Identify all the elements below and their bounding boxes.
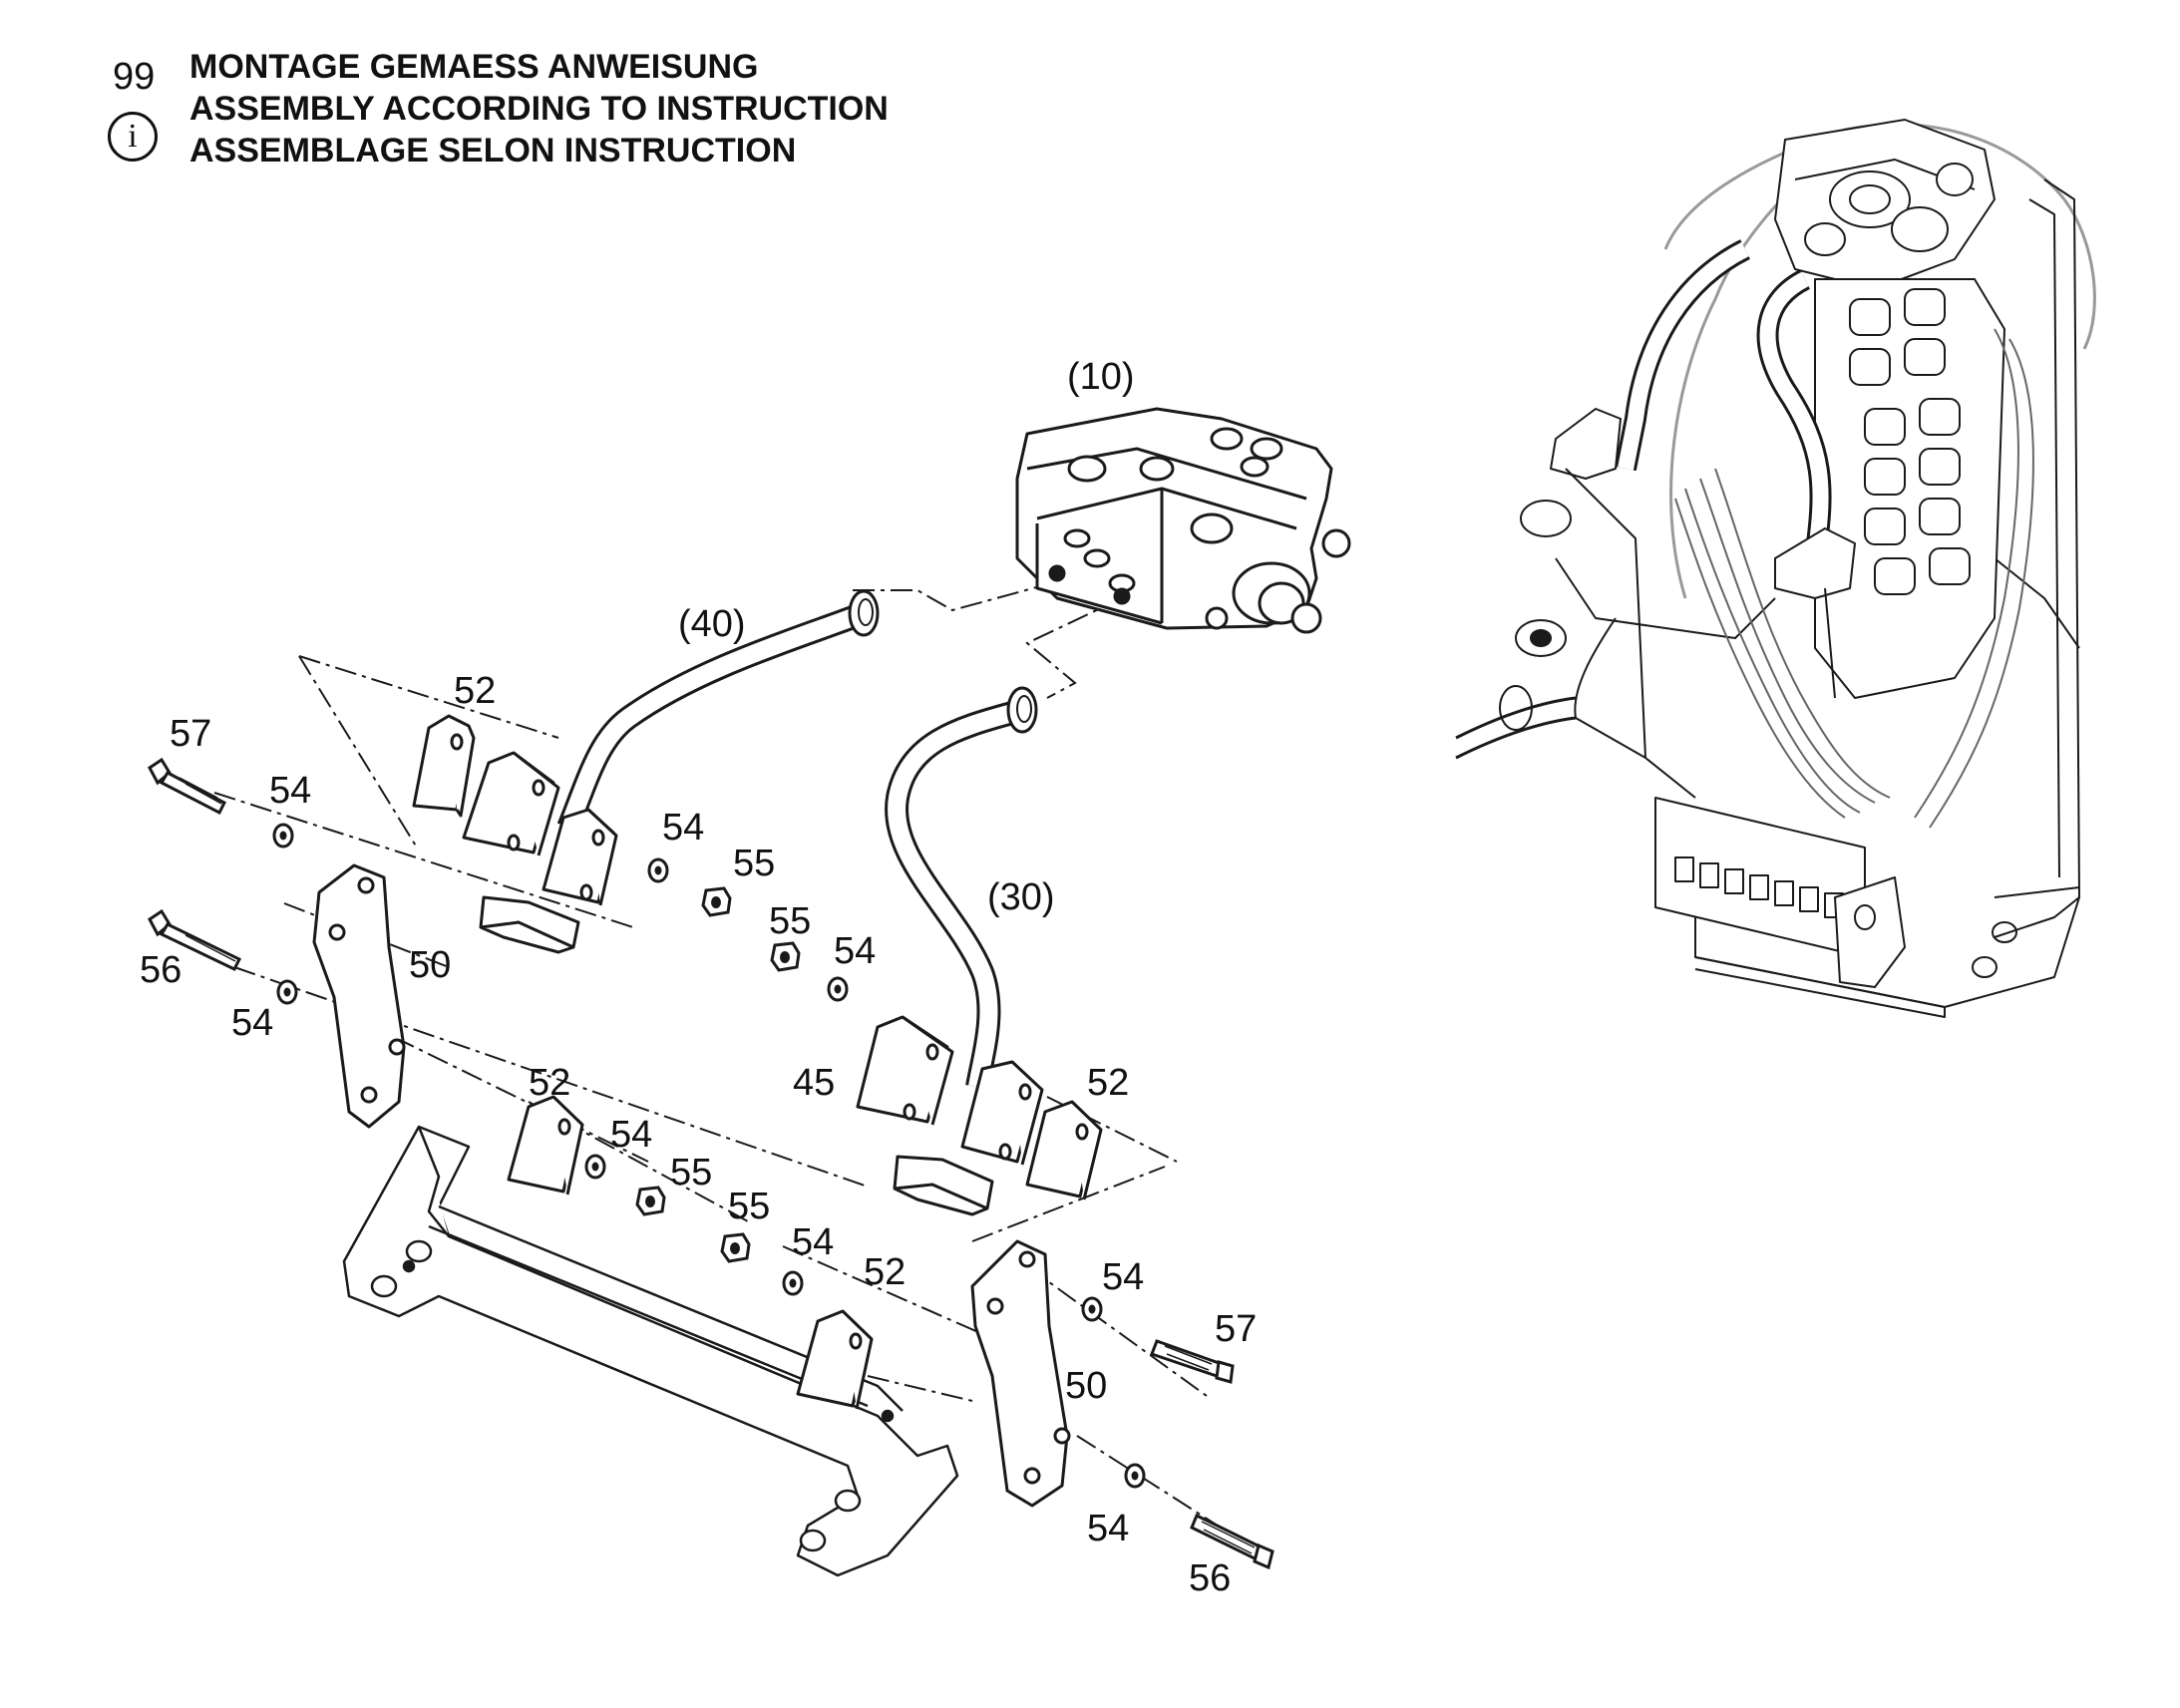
clamp-block-lower-middle [960, 1060, 1044, 1166]
pipe-saddle-upper [479, 895, 580, 954]
callout-50-a: 50 [409, 944, 451, 986]
clamp-block-45-lower [856, 1015, 954, 1126]
callout-45: 45 [793, 1062, 835, 1104]
instruction-line-french: ASSEMBLAGE SELON INSTRUCTION [189, 132, 797, 170]
item-number-99: 99 [113, 56, 156, 98]
callout-50-b: 50 [1065, 1365, 1107, 1407]
callout-54-a: 54 [269, 770, 311, 812]
callout-10: (10) [1067, 356, 1135, 398]
bracket-50-left [312, 863, 406, 1129]
bolt-56-right [1190, 1513, 1274, 1570]
callout-54-h: 54 [1087, 1508, 1129, 1549]
callout-57-b: 57 [1215, 1308, 1257, 1350]
clamp-block-52-upper-middle [462, 751, 560, 856]
info-icon: i [108, 112, 158, 162]
callout-54-b: 54 [662, 807, 704, 849]
clamp-block-52-bar-left [507, 1095, 584, 1196]
control-valve-10 [1015, 407, 1351, 634]
callout-52-c: 52 [1087, 1062, 1129, 1104]
pipe-30 [885, 686, 1038, 1090]
bolt-57-right [1150, 1339, 1235, 1384]
nuts-55 [635, 886, 801, 1263]
callout-55-d: 55 [728, 1186, 770, 1227]
callout-54-f: 54 [792, 1221, 834, 1263]
bolt-57-left [148, 757, 226, 816]
instruction-line-english: ASSEMBLY ACCORDING TO INSTRUCTION [189, 90, 889, 128]
leader-lines [213, 575, 1258, 1551]
callout-57-a: 57 [170, 713, 211, 755]
pipe-40 [556, 589, 880, 833]
clamp-block-45-upper [542, 808, 618, 906]
callout-56-a: 56 [140, 949, 182, 991]
part-callouts: (10) (40) (30) 52 57 54 54 55 55 54 50 5… [140, 356, 1257, 1599]
callout-30: (30) [987, 876, 1055, 918]
callout-54-g: 54 [1102, 1256, 1144, 1298]
pipe-saddle-lower [893, 1155, 994, 1216]
callout-54-d: 54 [231, 1002, 273, 1044]
bolt-56-left [148, 908, 242, 971]
callout-52-d: 52 [864, 1251, 906, 1293]
callout-52-b: 52 [529, 1062, 570, 1104]
callout-55-a: 55 [733, 843, 775, 884]
bracket-50-right [970, 1239, 1071, 1508]
clamp-block-52-lower-right [1025, 1100, 1103, 1200]
callout-54-e: 54 [610, 1114, 652, 1156]
callout-54-c: 54 [834, 930, 876, 972]
callout-56-b: 56 [1189, 1557, 1231, 1599]
clamp-block-52-upper-front [412, 714, 476, 818]
crossbar-frame [342, 1125, 959, 1577]
callout-52-a: 52 [454, 670, 496, 712]
instruction-line-german: MONTAGE GEMAESS ANWEISUNG [189, 48, 759, 86]
callout-55-b: 55 [769, 900, 811, 942]
callout-40: (40) [678, 603, 746, 645]
callout-55-c: 55 [670, 1152, 712, 1194]
clamp-block-52-bar-right [796, 1309, 874, 1410]
machine-assembly-overview [1455, 119, 2096, 1018]
